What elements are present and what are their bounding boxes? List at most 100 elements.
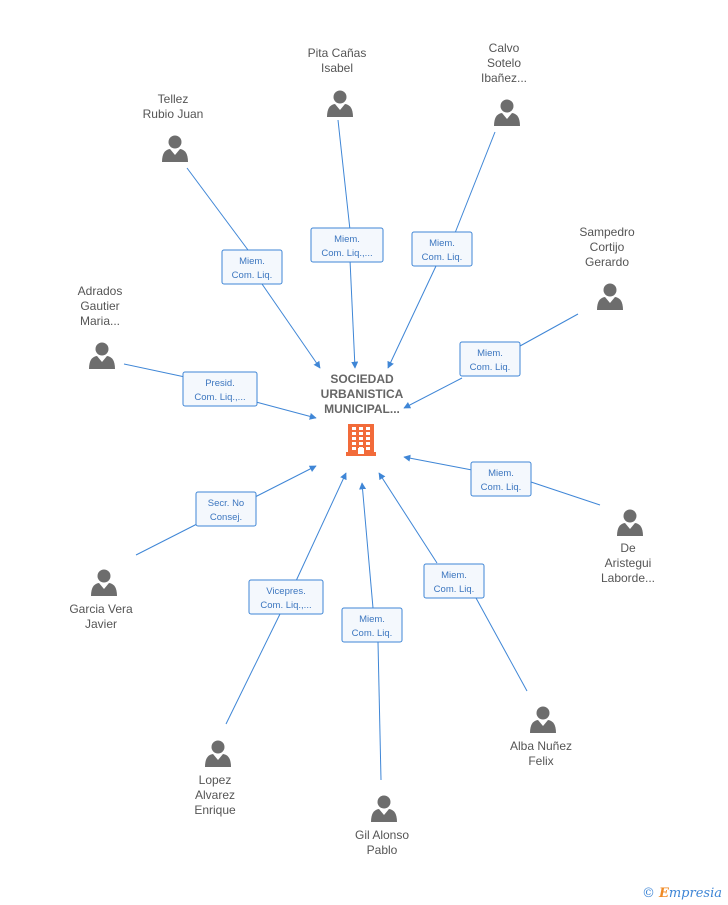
role-box (459, 341, 521, 377)
brand-logo-initial: E (658, 886, 669, 901)
copyright-icon: © (641, 886, 655, 901)
edge-arrow (378, 472, 438, 564)
company-name-line: URBANISTICA (321, 387, 404, 401)
person-name-line: Javier (85, 617, 117, 631)
edge-line (337, 119, 351, 231)
person-name-line: Tellez (158, 92, 189, 106)
role-text-line: Vicepres. (266, 586, 305, 597)
edge-arrow (261, 283, 321, 369)
company-name-line: SOCIEDAD (330, 372, 394, 386)
person-name-line: De (620, 541, 636, 555)
person-icon (617, 509, 643, 536)
person-icon (89, 342, 115, 369)
role-text-line: Com. Liq.,... (321, 248, 372, 259)
company-name-line: MUNICIPAL... (324, 402, 400, 416)
role-text-line: Com. Liq. (422, 252, 463, 263)
role-label-adrados[interactable]: Presid. Com. Liq.,... (182, 371, 258, 407)
role-label-pita[interactable]: Miem. Com. Liq.,... (310, 227, 384, 263)
person-icon (327, 90, 353, 117)
person-name-line: Garcia Vera (69, 602, 133, 616)
role-text-line: Miem. (441, 570, 467, 581)
role-label-garcia[interactable]: Secr. No Consej. (195, 491, 257, 527)
person-icon (162, 135, 188, 162)
person-node-calvo[interactable]: CalvoSoteloIbañez... (481, 41, 527, 126)
role-box (195, 491, 257, 527)
role-label-sampedro[interactable]: Miem.Com. Liq. (459, 341, 521, 377)
role-label-gil[interactable]: Miem. Com. Liq. (341, 607, 403, 643)
edge-line (186, 167, 249, 251)
person-name-line: Adrados (78, 284, 123, 298)
role-box (411, 231, 473, 267)
edge-line (475, 597, 528, 692)
roles-layer: Miem.Com. Liq.,...Miem.Com. Liq.Miem.Com… (182, 227, 532, 643)
role-box (248, 579, 324, 615)
role-text-line: Com. Liq.,... (260, 600, 311, 611)
person-name-line: Pita Cañas (308, 46, 367, 60)
role-text-line: Miem. (429, 238, 455, 249)
role-text-line: Consej. (210, 512, 242, 523)
person-name-line: Sampedro (579, 225, 635, 239)
person-name-line: Enrique (194, 803, 236, 817)
role-box (221, 249, 283, 285)
edge-line (530, 481, 601, 506)
person-name-line: Lopez (199, 773, 232, 787)
role-text-line: Secr. No (208, 498, 244, 509)
edge-arrow (359, 482, 374, 609)
person-node-adrados[interactable]: AdradosGautierMaria... (78, 284, 123, 369)
role-label-dearistegui[interactable]: Miem.Com. Liq. (470, 461, 532, 497)
person-icon (91, 569, 117, 596)
person-icon (530, 706, 556, 733)
edge-arrow (349, 259, 359, 369)
person-name-line: Rubio Juan (143, 107, 204, 121)
role-text-line: Presid. (205, 378, 235, 389)
edge-arrow (403, 454, 473, 471)
edge-arrow (295, 472, 347, 582)
role-label-calvo[interactable]: Miem. Com. Liq. (411, 231, 473, 267)
person-name-line: Laborde... (601, 571, 655, 585)
brand-footer[interactable]: ©Empresia (642, 886, 722, 901)
role-text-line: Com. Liq. (352, 628, 393, 639)
person-name-line: Pablo (367, 843, 398, 857)
person-icon (597, 283, 623, 310)
role-text-line: Miem. (334, 234, 360, 245)
person-name-line: Ibañez... (481, 71, 527, 85)
edge-line (135, 523, 198, 556)
role-text-line: Com. Liq. (232, 270, 273, 281)
role-text-line: Com. Liq. (434, 584, 475, 595)
person-icon (205, 740, 231, 767)
brand-logo-text: mpresia (668, 886, 722, 901)
person-icon (371, 795, 397, 822)
role-label-lopez[interactable]: Vicepres. Com. Liq.,... (248, 579, 324, 615)
edge-line (519, 313, 579, 347)
person-name-line: Gautier (80, 299, 119, 313)
person-name-line: Isabel (321, 61, 353, 75)
role-text-line: Miem. (359, 614, 385, 625)
edge-line (123, 363, 186, 378)
building-icon (346, 424, 376, 456)
role-box (470, 461, 532, 497)
role-text-line: Miem. (488, 468, 514, 479)
role-label-tellez[interactable]: Miem. Com. Liq. (221, 249, 283, 285)
person-node-dearistegui[interactable]: DeAristeguiLaborde... (601, 509, 655, 586)
company-node[interactable]: SOCIEDADURBANISTICAMUNICIPAL... (321, 372, 404, 456)
role-box (423, 563, 485, 599)
role-text-line: Com. Liq.,... (194, 392, 245, 403)
edge-arrow (387, 265, 437, 369)
edge-line (377, 641, 382, 781)
person-name-line: Cortijo (590, 240, 625, 254)
person-name-line: Felix (528, 754, 553, 768)
person-name-line: Gerardo (585, 255, 629, 269)
person-name-line: Sotelo (487, 56, 521, 70)
role-box (310, 227, 384, 263)
role-label-alba[interactable]: Miem. Com. Liq. (423, 563, 485, 599)
role-text-line: Miem. (239, 256, 265, 267)
edge-line (454, 131, 496, 234)
